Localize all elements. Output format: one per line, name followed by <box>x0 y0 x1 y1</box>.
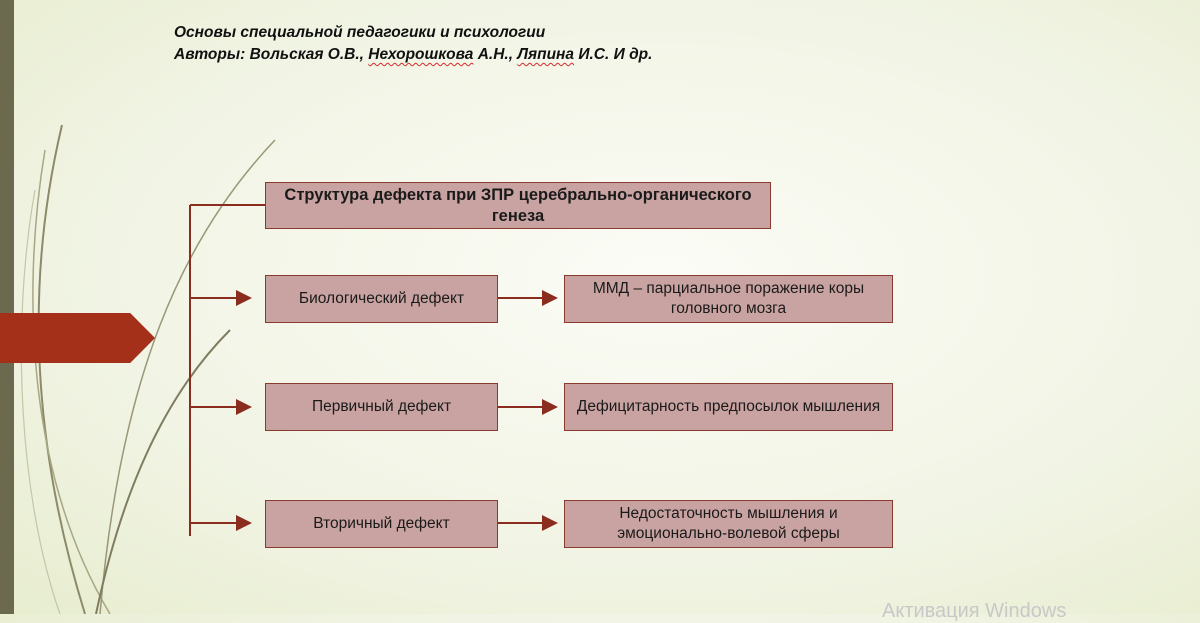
windows-activation-watermark: Активация Windows <box>882 600 1067 622</box>
defect-box-primary: Первичный дефект <box>265 383 498 431</box>
authors-line: Авторы: Вольская О.В., Нехорошкова А.Н.,… <box>174 44 652 66</box>
defect-label: Первичный дефект <box>311 398 452 415</box>
authors-prefix: Авторы: Вольская О.В., <box>174 46 369 63</box>
defect-label: Биологический дефект <box>298 290 465 307</box>
detail-box-biological: ММД – парциальное поражение коры головно… <box>564 275 893 323</box>
defect-detail: Дефицитарность предпосылок мышления <box>576 398 881 415</box>
authors-rest: И.С. И др. <box>574 46 653 63</box>
detail-box-primary: Дефицитарность предпосылок мышления <box>564 383 893 431</box>
accent-arrow-flag <box>0 313 155 363</box>
defect-detail: Недостаточность мышления и эмоционально-… <box>617 505 840 542</box>
detail-box-secondary: Недостаточность мышления и эмоционально-… <box>564 500 893 548</box>
defect-label: Вторичный дефект <box>313 515 450 532</box>
author-name: Ляпина <box>517 46 575 63</box>
defect-box-secondary: Вторичный дефект <box>265 500 498 548</box>
author-name: Нехорошкова <box>368 46 474 63</box>
defect-box-biological: Биологический дефект <box>265 275 498 323</box>
diagram-title-box: Структура дефекта при ЗПР церебрально-ор… <box>265 182 771 229</box>
diagram-title: Структура дефекта при ЗПР церебрально-ор… <box>284 185 752 225</box>
side-bar <box>0 0 14 614</box>
slide-header: Основы специальной педагогики и психолог… <box>174 22 652 66</box>
book-title: Основы специальной педагогики и психолог… <box>174 24 546 41</box>
defect-detail: ММД – парциальное поражение коры головно… <box>592 280 865 317</box>
author-initials: А.Н., <box>473 46 518 63</box>
